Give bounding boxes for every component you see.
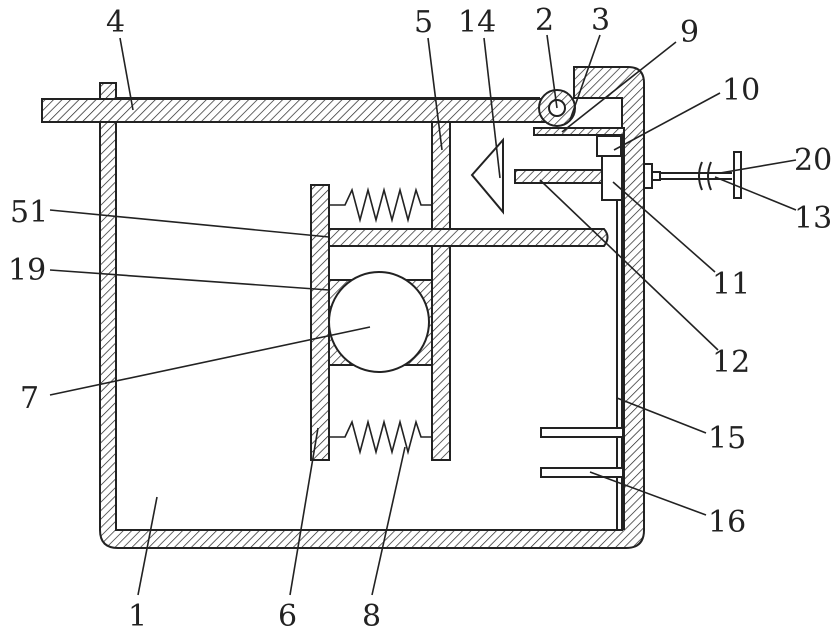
label-9: 9 <box>680 15 699 50</box>
label-19: 19 <box>8 253 46 288</box>
label-1: 1 <box>128 599 147 634</box>
label-51: 51 <box>10 195 48 230</box>
rack-plate <box>534 128 624 135</box>
label-12: 12 <box>712 345 750 380</box>
label-2: 2 <box>535 3 554 38</box>
clamp-plate-right <box>432 122 450 460</box>
upper-spring <box>329 190 432 220</box>
label-7: 7 <box>20 381 39 416</box>
handle-shaft <box>644 152 741 198</box>
label-3: 3 <box>591 3 610 38</box>
lower-spring <box>329 422 432 452</box>
shelf-lower <box>541 468 623 477</box>
push-rod <box>42 99 562 122</box>
screw-spring <box>515 170 602 183</box>
label-5: 5 <box>414 5 433 40</box>
label-13: 13 <box>794 201 832 236</box>
label-8: 8 <box>362 599 381 634</box>
shelf-upper <box>541 428 623 437</box>
cone-head <box>472 140 503 212</box>
label-14: 14 <box>458 5 496 40</box>
ball <box>329 272 429 372</box>
label-15: 15 <box>708 421 746 456</box>
slider-block <box>597 136 622 200</box>
label-10: 10 <box>722 73 760 108</box>
clamp-plate-left <box>311 185 329 460</box>
label-20: 20 <box>794 143 832 178</box>
connecting-rod <box>329 229 608 246</box>
label-6: 6 <box>278 599 297 634</box>
label-11: 11 <box>712 267 750 302</box>
label-4: 4 <box>106 5 125 40</box>
label-16: 16 <box>708 505 746 540</box>
